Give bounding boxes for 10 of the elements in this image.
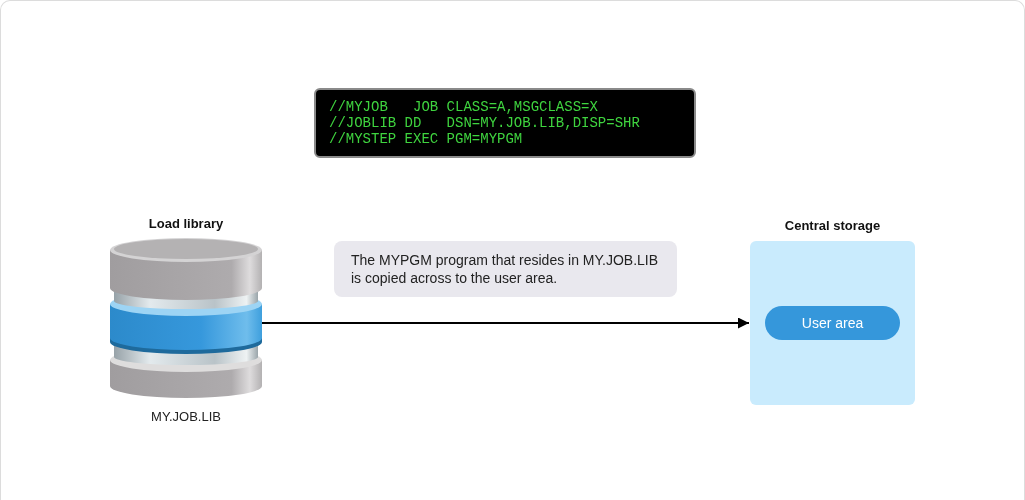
arrow — [261, 317, 750, 329]
caption-text: MY.JOB.LIB — [151, 408, 221, 426]
code-line: //MYJOB JOB CLASS=A,MSGCLASS=X — [329, 99, 598, 115]
section-heading: Load library — [148, 215, 224, 233]
code-line: //JOBLIB DD DSN=MY.JOB.LIB,DISP=SHR — [329, 115, 640, 131]
note-text: The MYPGM program that resides in MY.JOB.LIB is copied across to the user area. — [351, 251, 660, 287]
area-pill: User area — [765, 306, 900, 340]
code-panel — [314, 88, 696, 158]
code-line: //MYSTEP EXEC PGM=MYPGM — [329, 131, 523, 147]
section-heading: Central storage — [784, 217, 881, 235]
